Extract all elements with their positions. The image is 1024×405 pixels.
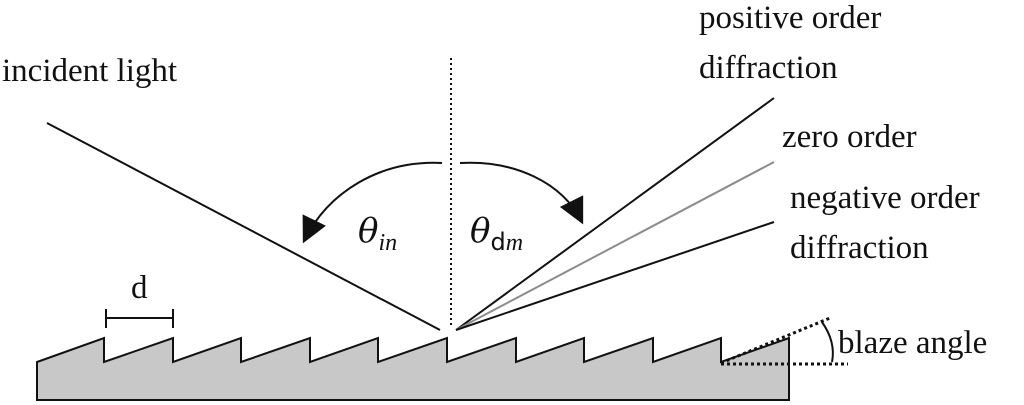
incident-ray: [46, 122, 441, 331]
theta-in-subscript: in: [378, 230, 397, 256]
zero-order-label: zero order: [782, 119, 917, 155]
negative-order-label-line2: diffraction: [790, 230, 929, 266]
theta-in-symbol: θ: [358, 211, 378, 251]
incident-light-label: incident light: [2, 53, 177, 89]
theta-dm-subscript-m: m: [506, 230, 523, 256]
positive-order-ray: [455, 97, 775, 331]
blaze-angle-label: blaze angle: [838, 325, 987, 361]
positive-order-label-line1: positive order: [699, 0, 881, 36]
diffraction-angle-arc: [459, 161, 584, 225]
blaze-angle-arc: [821, 321, 834, 363]
negative-order-label-line1: negative order: [790, 180, 980, 216]
theta-dm-subscript-d: d: [490, 228, 505, 256]
negative-order-ray: [455, 221, 775, 331]
theta-dm-symbol: θ: [470, 211, 490, 251]
grating-body: [36, 336, 790, 401]
incident-angle-symbol: θin: [358, 211, 397, 256]
diffraction-angle-symbol: θdm: [470, 211, 523, 256]
incident-angle-arc: [302, 161, 443, 244]
zero-order-ray: [455, 161, 775, 331]
blaze-facet-extension-dotted: [720, 316, 831, 365]
period-label: d: [131, 270, 148, 306]
positive-order-label-line2: diffraction: [699, 50, 838, 86]
